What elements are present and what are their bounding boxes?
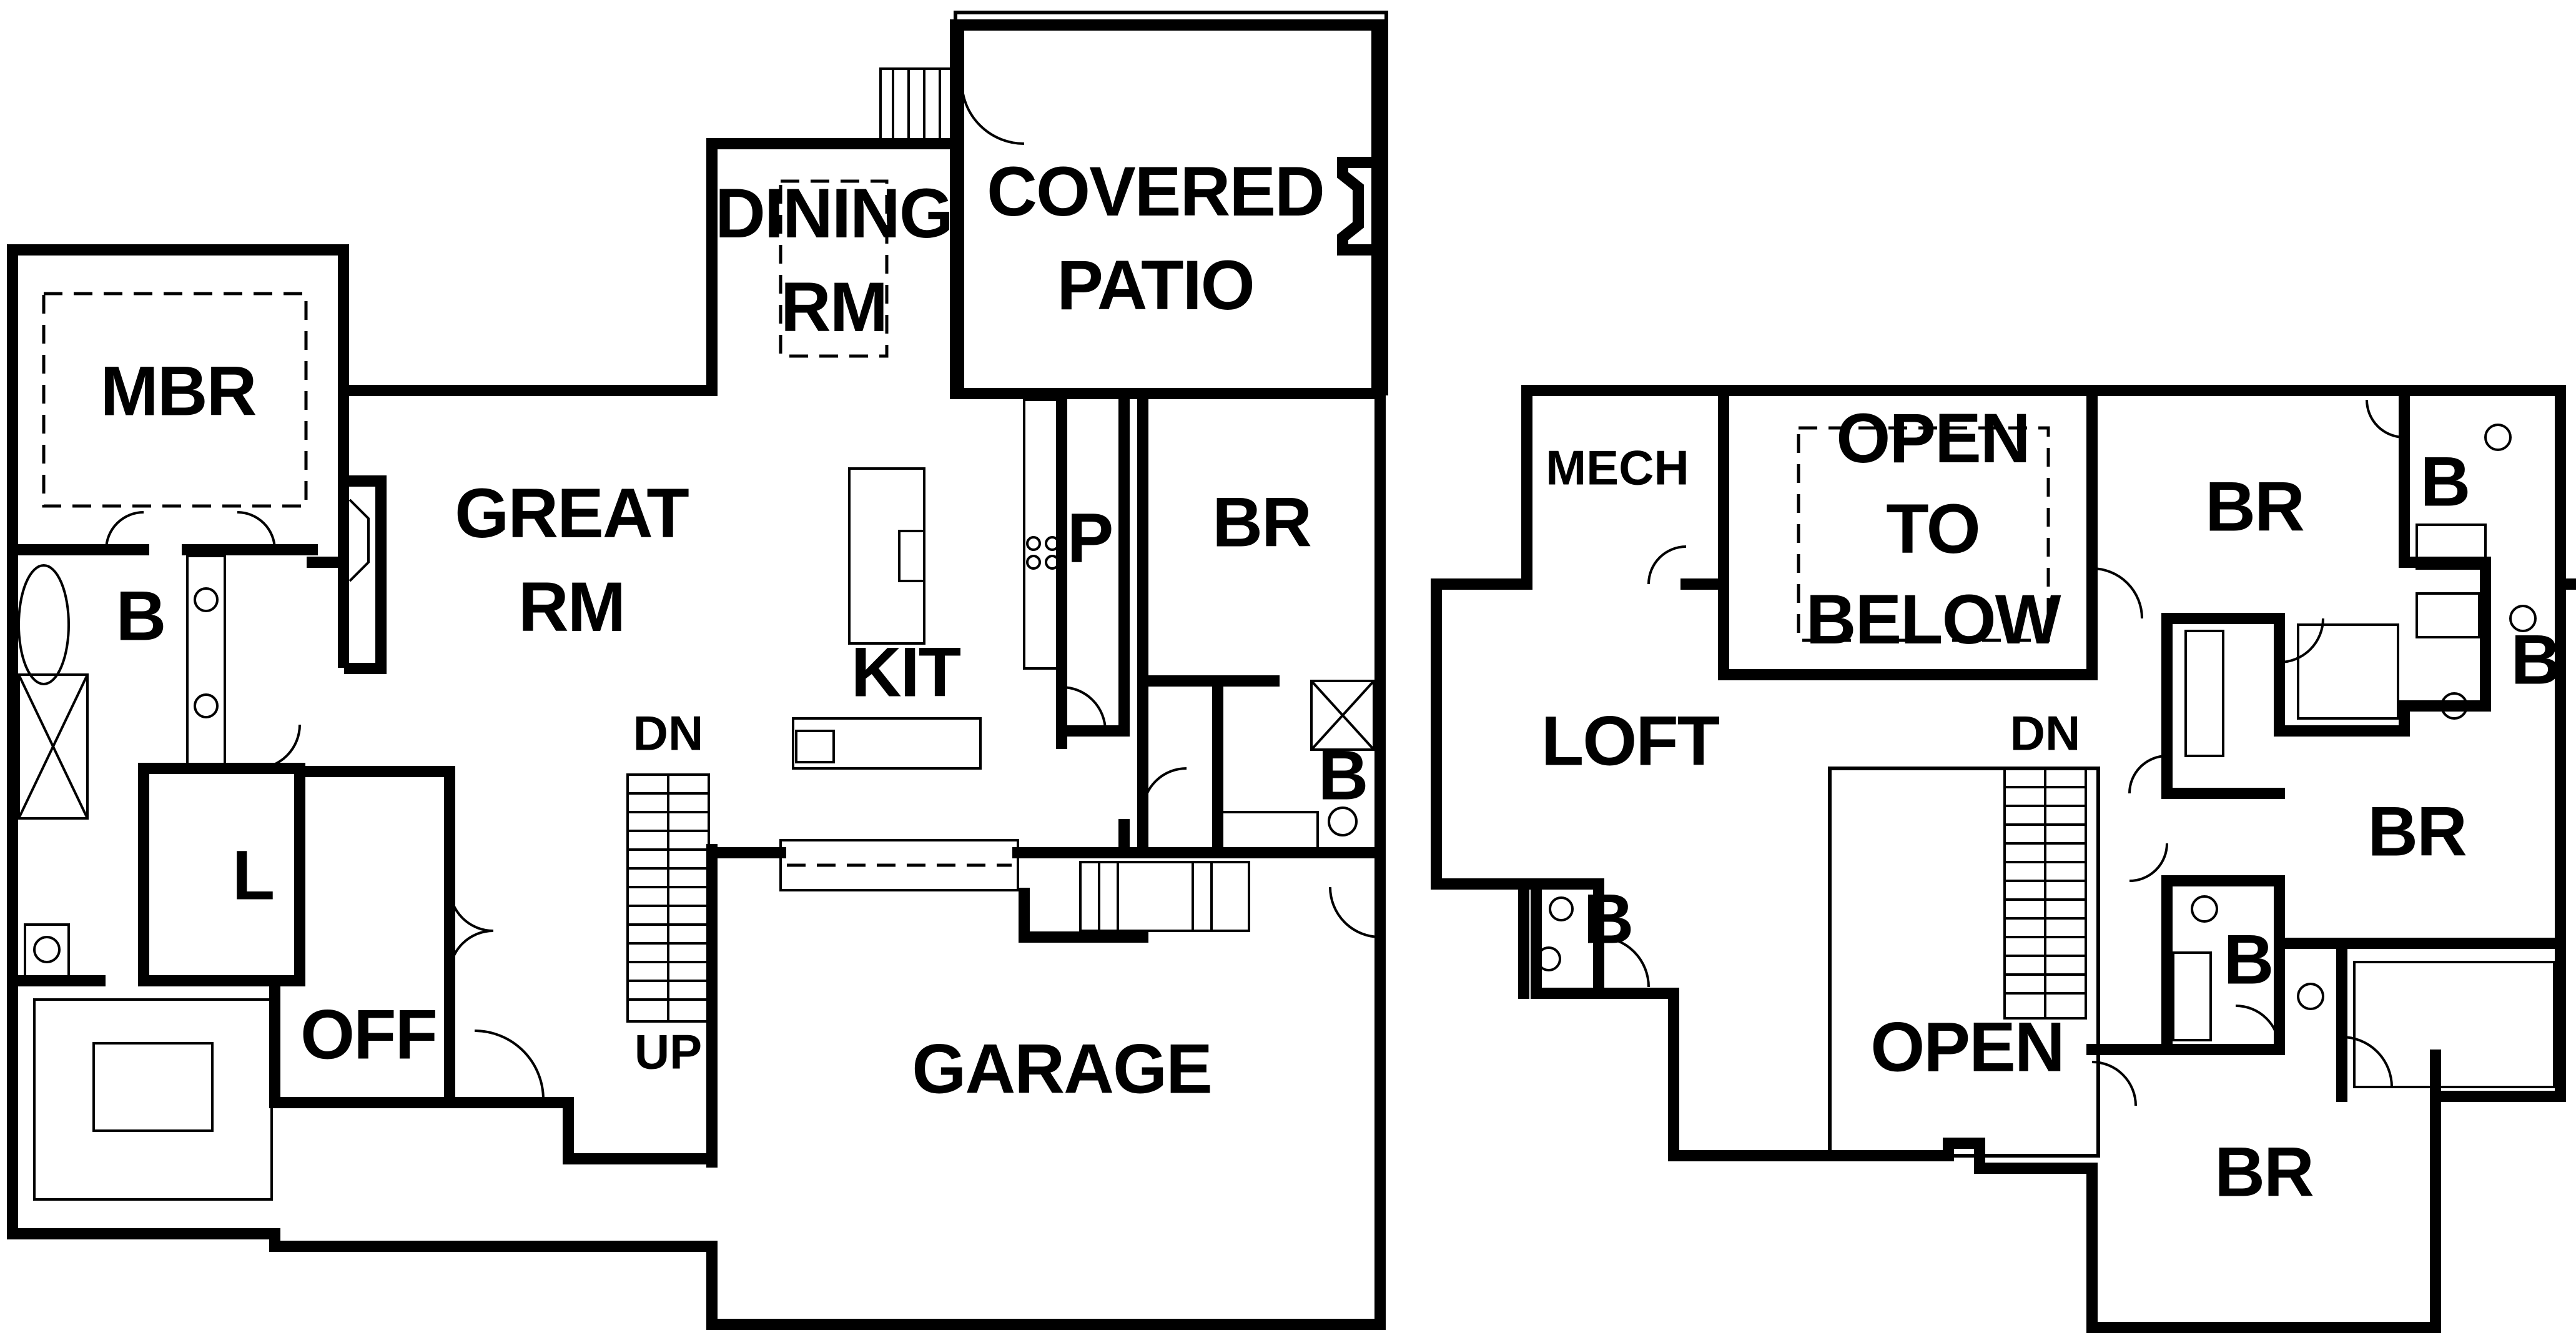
- bedroom-main-label: BR: [1212, 484, 1311, 562]
- garage-steps: [1079, 861, 1250, 932]
- upper-bath-fixtures: [1536, 424, 2555, 1088]
- master-bath-label: B: [116, 577, 165, 655]
- bath-upper-1-label: B: [2421, 443, 2470, 521]
- great-room-label: GREAT RM: [455, 474, 689, 646]
- stair-down-main-label: DN: [633, 706, 704, 761]
- loft-label: LOFT: [1541, 702, 1720, 780]
- upper-outer-wall: [1431, 385, 2576, 1333]
- master-bath-fixtures: [17, 555, 273, 1201]
- open-label: OPEN: [1870, 1008, 2063, 1086]
- bedroom-upper-3-label: BR: [2214, 1133, 2313, 1211]
- covered-patio-label: COVERED PATIO: [987, 152, 1324, 324]
- label-line: OPEN: [1836, 399, 2029, 477]
- patio-fireplace: [1337, 157, 1386, 256]
- kitchen-island: [792, 399, 1063, 770]
- label-line: RM: [518, 568, 624, 646]
- main-floor: MBR B L OFF GREAT RM DINING RM COVERED PATI…: [7, 11, 1388, 1330]
- laundry-label: L: [232, 836, 274, 915]
- open-to-below-label: OPEN TO BELOW: [1806, 399, 2061, 658]
- mbr-tray-ceiling: [42, 292, 308, 508]
- front-entry-wall: [269, 1097, 718, 1164]
- header-beam: [779, 839, 1019, 891]
- mech-wall: [1521, 385, 1729, 590]
- bath-loft-label: B: [1584, 880, 1633, 958]
- main-bath-fixtures: [1216, 680, 1375, 851]
- pantry-label: P: [1067, 499, 1113, 577]
- patio-steps: [879, 67, 957, 145]
- stair-up-main-label: UP: [634, 1025, 702, 1079]
- stair-down-upper-label: DN: [2010, 706, 2081, 761]
- main-floor-doors: [105, 81, 1381, 1100]
- kitchen-label: KIT: [851, 633, 961, 712]
- label-line: BELOW: [1806, 580, 2061, 658]
- office-label: OFF: [300, 996, 437, 1074]
- upper-stairs: [2003, 767, 2087, 1020]
- label-line: RM: [781, 268, 887, 346]
- main-stairs: [626, 773, 710, 1023]
- mech-label: MECH: [1546, 440, 1689, 495]
- label-line: TO: [1886, 490, 1980, 568]
- open-area-outline: [1828, 767, 2100, 1158]
- upper-floor-doors: [1598, 399, 2405, 1106]
- garage-label: GARAGE: [912, 1030, 1212, 1108]
- mbr-label: MBR: [100, 352, 255, 430]
- great-room-fireplace: [344, 475, 387, 674]
- dining-room-label: DINING RM: [715, 174, 952, 346]
- label-line: GREAT: [455, 474, 689, 552]
- bedroom-upper-2-label: BR: [2367, 793, 2466, 871]
- bath-main-label: B: [1318, 737, 1368, 815]
- label-line: DINING: [715, 174, 952, 252]
- upper-floor: MECH OPEN TO BELOW LOFT B OPEN DN BR B B B…: [1431, 385, 2576, 1333]
- bath-upper-2-label: B: [2511, 621, 2560, 699]
- dining-tray-ceiling: [779, 179, 889, 358]
- bath-upper-3-label: B: [2224, 921, 2273, 999]
- label-line: PATIO: [1057, 246, 1254, 324]
- bedroom-upper-1-label: BR: [2205, 468, 2304, 546]
- label-line: COVERED: [987, 152, 1324, 231]
- open-to-below-tray: [1797, 426, 2050, 642]
